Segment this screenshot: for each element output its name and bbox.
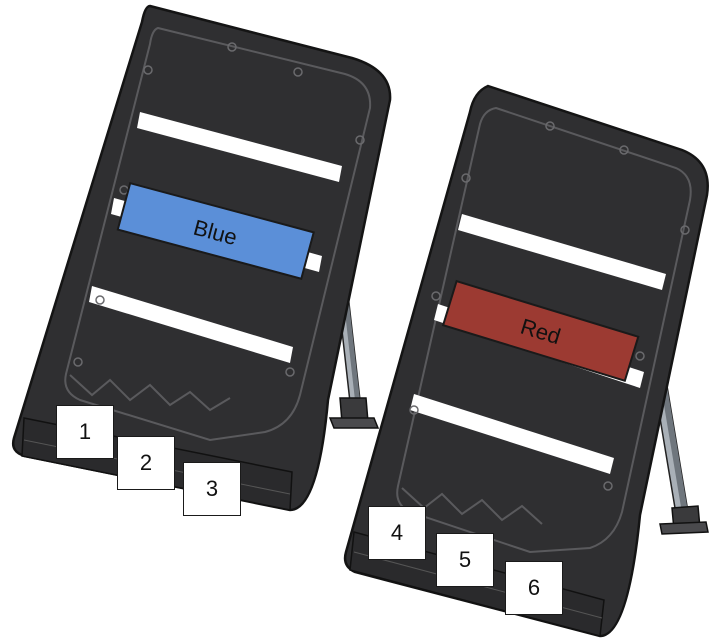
number-box-2: 2 [117, 436, 175, 490]
left-board-body [11, 4, 392, 512]
blue-label-panel [116, 181, 315, 280]
right-board-rail-bottom [410, 394, 614, 474]
left-board: Blue [11, 4, 392, 512]
left-board-rail-top [137, 112, 342, 182]
right-board-bolts [409, 121, 690, 491]
leg-foot-upper [328, 397, 380, 429]
number-box-3: 3 [183, 462, 241, 516]
left-board-rail-bottom [89, 286, 293, 363]
number-box-1: 1 [56, 405, 114, 459]
leg-lower-shade [661, 386, 688, 513]
number-label: 1 [78, 419, 92, 444]
left-board-bolts [73, 42, 365, 377]
leg-foot-lower [659, 505, 709, 535]
red-label-panel [441, 279, 640, 382]
number-box-5: 5 [436, 533, 494, 587]
number-label: 4 [390, 520, 404, 545]
number-box-6: 6 [505, 561, 563, 615]
right-board-inner-outline [396, 106, 692, 554]
right-board-legs [328, 267, 709, 535]
number-label: 6 [527, 575, 541, 600]
right-board-ridge [401, 487, 543, 525]
number-box-4: 4 [368, 506, 426, 560]
number-label: 3 [205, 476, 219, 501]
left-board-ridge [69, 374, 231, 412]
number-label: 2 [139, 450, 153, 475]
number-label: 5 [458, 547, 472, 572]
right-board-rail-top [458, 214, 666, 290]
left-board-inner-outline [64, 26, 372, 442]
